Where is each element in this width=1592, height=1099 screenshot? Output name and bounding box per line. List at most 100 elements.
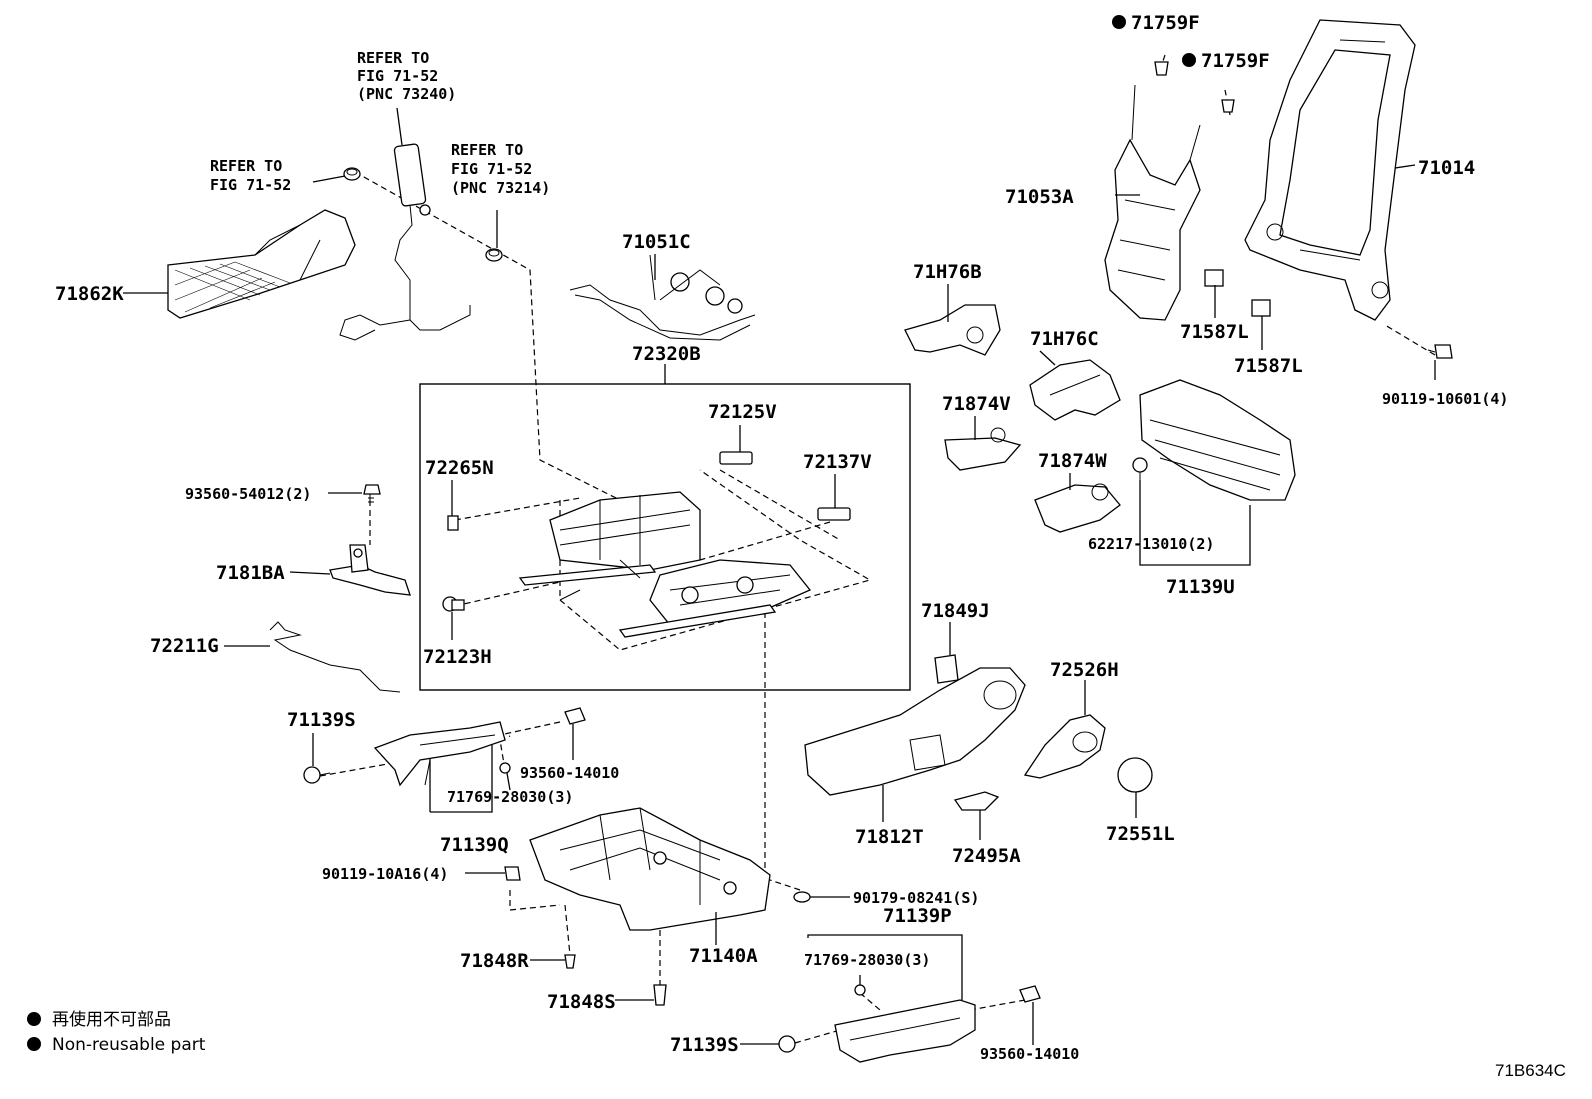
legend-dot-2 bbox=[27, 1037, 41, 1051]
label-71587L-a: 71587L bbox=[1180, 321, 1249, 343]
label-72495A: 72495A bbox=[952, 845, 1021, 867]
ref-73240-line2: FIG 71-52 bbox=[357, 67, 438, 85]
label-72137V: 72137V bbox=[803, 451, 872, 473]
label-71140A: 71140A bbox=[689, 945, 758, 967]
part-72125V-drawing bbox=[719, 451, 753, 465]
part-72526H-drawing bbox=[1023, 714, 1106, 779]
label-72551L: 72551L bbox=[1106, 823, 1175, 845]
part-72265N-drawing bbox=[447, 515, 459, 531]
label-90119-10601: 90119-10601(4) bbox=[1382, 390, 1508, 408]
label-62217-13010: 62217-13010(2) bbox=[1088, 535, 1214, 553]
label-90179-08241: 90179-08241(S) bbox=[853, 889, 979, 907]
part-71053A-drawing bbox=[1104, 84, 1201, 321]
label-71587L-b: 71587L bbox=[1234, 355, 1303, 377]
bolt-93560-14010-a-drawing bbox=[564, 707, 586, 725]
label-93560-14010-b: 93560-14010 bbox=[980, 1045, 1079, 1063]
label-71874W: 71874W bbox=[1038, 450, 1107, 472]
ref-73214-line2: FIG 71-52 bbox=[451, 160, 532, 178]
clip-71759F-b-drawing bbox=[1221, 99, 1235, 113]
clip-71587L-a-drawing bbox=[1204, 269, 1224, 287]
ref-73214-line1: REFER TO bbox=[451, 141, 523, 159]
part-71014-drawing bbox=[1244, 19, 1416, 321]
part-72495A-drawing bbox=[953, 791, 1000, 811]
ref-73214-line3: (PNC 73214) bbox=[451, 179, 550, 197]
clip-71759F-a-drawing bbox=[1154, 61, 1169, 76]
label-71759F-a: 71759F bbox=[1131, 12, 1200, 34]
non-reusable-dot-71759F-a bbox=[1112, 15, 1126, 29]
label-72211G: 72211G bbox=[150, 635, 219, 657]
label-72123H: 72123H bbox=[423, 646, 492, 668]
label-71862K: 71862K bbox=[55, 283, 124, 305]
label-71849J: 71849J bbox=[921, 600, 990, 622]
nut-71769-b-drawing bbox=[854, 984, 866, 996]
ref-73240-line3: (PNC 73240) bbox=[357, 85, 456, 103]
part-7181BA-drawing bbox=[329, 544, 411, 596]
label-71848S: 71848S bbox=[547, 991, 616, 1013]
label-71139P: 71139P bbox=[883, 905, 952, 927]
label-71139S-a: 71139S bbox=[287, 709, 356, 731]
part-71139U-drawing bbox=[1139, 379, 1296, 501]
figure-id: 71B634C bbox=[1495, 1061, 1566, 1080]
label-71139U: 71139U bbox=[1166, 576, 1235, 598]
label-71812T: 71812T bbox=[855, 826, 924, 848]
part-71812T-drawing bbox=[804, 667, 1026, 796]
nut-71769-a-drawing bbox=[499, 762, 511, 774]
part-72551L-drawing bbox=[1117, 757, 1153, 793]
non-reusable-dot-71759F-b bbox=[1182, 53, 1196, 67]
pin-71848R-drawing bbox=[564, 954, 576, 969]
clip-71587L-b-drawing bbox=[1251, 299, 1271, 317]
label-93560-14010-a: 93560-14010 bbox=[520, 764, 619, 782]
label-71053A: 71053A bbox=[1005, 186, 1074, 208]
part-71874W-drawing bbox=[1034, 483, 1121, 533]
clip-62217-drawing bbox=[1132, 457, 1148, 480]
label-72265N: 72265N bbox=[425, 457, 494, 479]
label-71H76C: 71H76C bbox=[1030, 328, 1099, 350]
label-71874V: 71874V bbox=[942, 393, 1011, 415]
part-71140A-drawing bbox=[529, 807, 771, 931]
part-71849J-drawing bbox=[934, 654, 959, 684]
label-71051C: 71051C bbox=[622, 231, 691, 253]
label-72526H: 72526H bbox=[1050, 659, 1119, 681]
ref-left-line2: FIG 71-52 bbox=[210, 176, 291, 194]
label-71139S-b: 71139S bbox=[670, 1034, 739, 1056]
part-71139P-drawing bbox=[834, 999, 976, 1063]
part-72137V-drawing bbox=[817, 507, 851, 521]
part-71874V-drawing bbox=[944, 427, 1022, 471]
ref-73240-line1: REFER TO bbox=[357, 49, 429, 67]
bolt-93560-14010-b-drawing bbox=[1019, 985, 1041, 1003]
legend-line2: Non-reusable part bbox=[52, 1035, 206, 1055]
label-71759F-b: 71759F bbox=[1201, 50, 1270, 72]
label-93560-54012: 93560-54012(2) bbox=[185, 485, 311, 503]
part-71H76B-drawing bbox=[904, 304, 1001, 356]
label-71769-28030-b: 71769-28030(3) bbox=[804, 951, 930, 969]
part-71139Q-drawing bbox=[373, 721, 506, 787]
nut-90179-drawing bbox=[793, 891, 811, 903]
part-71051C-drawing bbox=[569, 254, 756, 341]
label-90119-10A16: 90119-10A16(4) bbox=[322, 865, 448, 883]
part-71H76C-drawing bbox=[1029, 359, 1121, 421]
part-72211G-drawing bbox=[269, 621, 401, 693]
ref-left-line1: REFER TO bbox=[210, 157, 282, 175]
part-71862K-drawing bbox=[167, 209, 356, 319]
bolt-71139S-a-drawing bbox=[303, 766, 331, 784]
grommet-ref-left bbox=[343, 167, 361, 181]
seat-track-assembly-drawing bbox=[518, 491, 812, 638]
label-71848R: 71848R bbox=[460, 950, 529, 972]
legend-line1: 再使用不可部品 bbox=[52, 1009, 171, 1030]
belt-buckle-drawing bbox=[339, 143, 471, 341]
bolt-71139S-b-drawing bbox=[778, 1035, 796, 1053]
bolt-93560-54012-drawing bbox=[363, 484, 381, 505]
legend-dot-1 bbox=[27, 1012, 41, 1026]
grommet-ref-73214 bbox=[485, 248, 503, 262]
label-71014: 71014 bbox=[1418, 157, 1475, 179]
label-71769-28030-a: 71769-28030(3) bbox=[447, 788, 573, 806]
label-72125V: 72125V bbox=[708, 401, 777, 423]
bolt-90119-10601-drawing bbox=[1427, 344, 1453, 359]
pin-71848S-drawing bbox=[653, 984, 667, 1006]
label-72320B: 72320B bbox=[632, 343, 701, 365]
label-71139Q: 71139Q bbox=[440, 834, 509, 856]
bolt-90119-10A16-drawing bbox=[504, 866, 521, 881]
label-71H76B: 71H76B bbox=[913, 261, 982, 283]
part-72123H-drawing bbox=[442, 596, 465, 612]
